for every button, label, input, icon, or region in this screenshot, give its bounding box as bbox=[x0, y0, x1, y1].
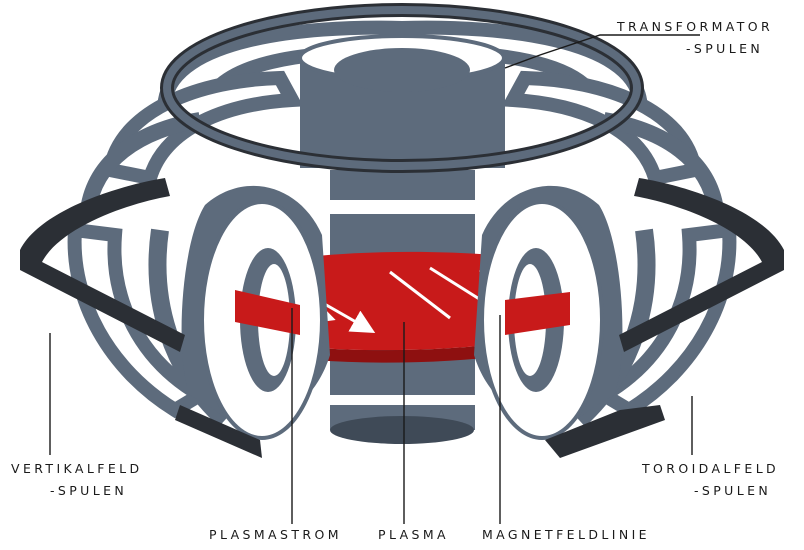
label-vertikalfeld-line2: -SPULEN bbox=[50, 485, 127, 498]
label-vertikalfeld-line1: VERTIKALFELD bbox=[11, 463, 143, 476]
label-toroidalfeld-line1: TOROIDALFELD bbox=[642, 463, 779, 476]
label-plasma: PLASMA bbox=[378, 529, 449, 542]
label-plasmastrom: PLASMASTROM bbox=[209, 529, 342, 542]
label-transformator-line2: -SPULEN bbox=[686, 43, 763, 56]
central-solenoid bbox=[300, 36, 505, 444]
label-magnetfeldlinie: MAGNETFELDLINIE bbox=[482, 529, 650, 542]
label-transformator-line1: TRANSFORMATOR bbox=[617, 21, 773, 34]
label-toroidalfeld-line2: -SPULEN bbox=[694, 485, 771, 498]
